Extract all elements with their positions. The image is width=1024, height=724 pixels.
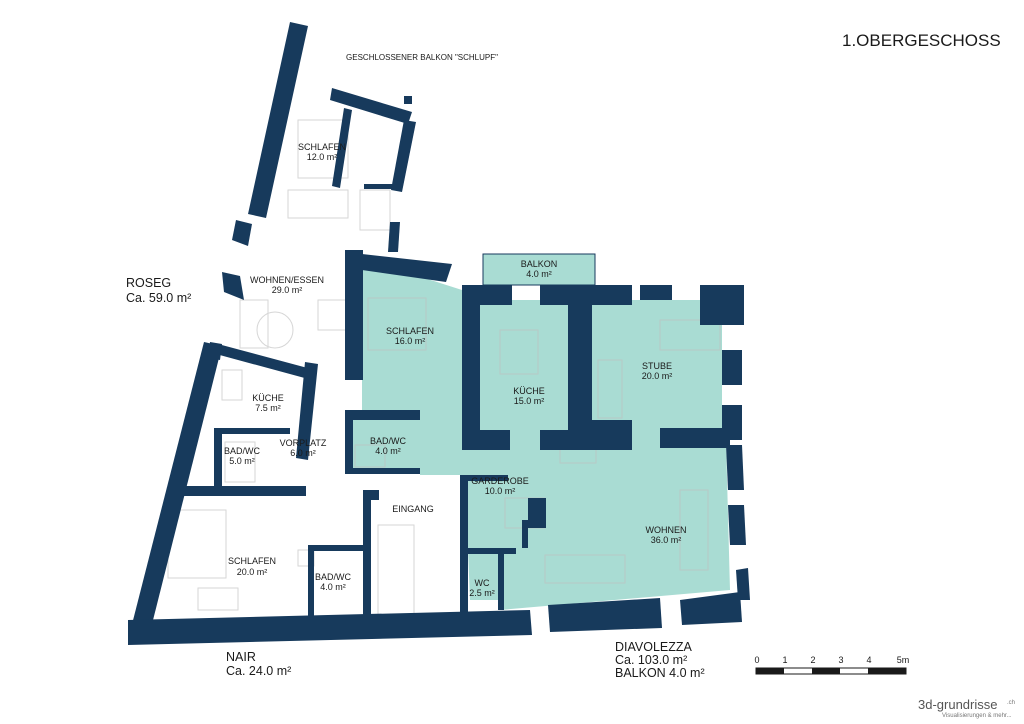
room-name: WC [475,578,490,588]
diavolezza-highlight [345,253,730,610]
room-area: 36.0 m² [651,535,682,545]
scale-tick: 1 [782,655,787,665]
room-area: 20.0 m² [237,567,268,577]
room-name: BALKON [521,259,558,269]
walls [128,22,750,645]
room-area: 5.0 m² [229,456,255,466]
room-area: 29.0 m² [272,285,303,295]
unit-name: NAIR [226,650,256,664]
scale-tick: 4 [866,655,871,665]
room-area: 6.0 m² [290,448,316,458]
room-name: BAD/WC [370,436,407,446]
room-area: 4.0 m² [320,582,346,592]
scale-tick: 2 [810,655,815,665]
unit-area: Ca. 103.0 m² [615,653,687,667]
room-labels: SCHLAFEN 12.0 m² WOHNEN/ESSEN 29.0 m² KÜ… [224,142,687,598]
room-area: 7.5 m² [255,403,281,413]
balcony-note: GESCHLOSSENER BALKON "SCHLUPF" [346,53,498,62]
floor-title: 1.OBERGESCHOSS [842,31,1001,50]
scale-bar: 0 1 2 3 4 5m [754,655,910,675]
room-name: WOHNEN/ESSEN [250,275,324,285]
room-area: 15.0 m² [514,396,545,406]
room-area: 12.0 m² [307,152,338,162]
room-name: VORPLATZ [280,438,327,448]
room-area: 4.0 m² [526,269,552,279]
room-name: SCHLAFEN [386,326,434,336]
room-name: BAD/WC [224,446,261,456]
scale-tick: 0 [754,655,759,665]
room-name: GARDEROBE [471,476,529,486]
scale-tick: 3 [838,655,843,665]
room-area: 16.0 m² [395,336,426,346]
unit-name: ROSEG [126,276,171,290]
logo-tagline: Visualisierungen & mehr... [942,713,1012,719]
unit-name: DIAVOLEZZA [615,640,693,654]
unit-extra: BALKON 4.0 m² [615,666,705,680]
room-name: EINGANG [392,504,434,514]
room-name: KÜCHE [252,393,284,403]
room-area: 20.0 m² [642,371,673,381]
logo: 3d-grundrisse .ch Visualisierungen & meh… [918,697,1015,719]
room-name: STUBE [642,361,672,371]
scale-tick: 5m [897,655,910,665]
unit-area: Ca. 24.0 m² [226,664,291,678]
room-name: SCHLAFEN [298,142,346,152]
room-name: WOHNEN [646,525,687,535]
unit-labels: ROSEG Ca. 59.0 m² NAIR Ca. 24.0 m² DIAVO… [126,276,705,680]
room-name: BAD/WC [315,572,352,582]
room-area: 2.5 m² [469,588,495,598]
logo-suffix: .ch [1007,700,1015,706]
logo-text: 3d-grundrisse [918,697,998,712]
unit-area: Ca. 59.0 m² [126,291,191,305]
room-name: KÜCHE [513,386,545,396]
room-name: SCHLAFEN [228,556,276,566]
room-area: 10.0 m² [485,486,516,496]
room-area: 4.0 m² [375,446,401,456]
